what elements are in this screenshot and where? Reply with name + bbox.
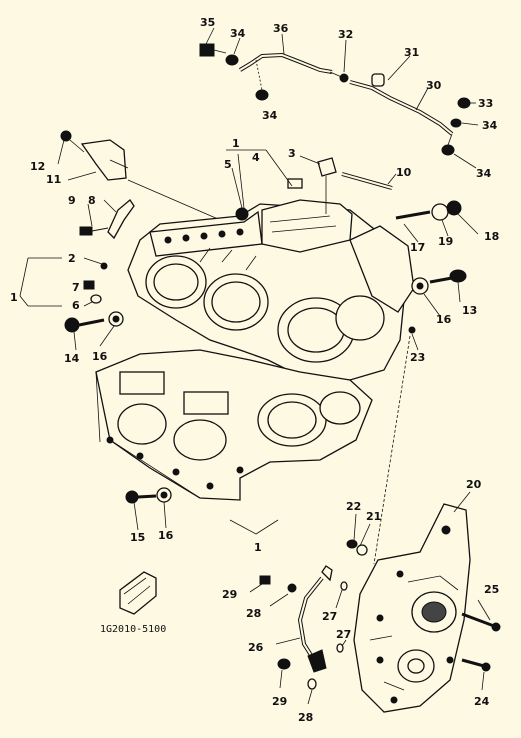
clip-8 (107, 199, 135, 240)
oil-delivery-pipe (249, 565, 348, 705)
upper-left-fasteners (60, 130, 249, 333)
callout-30: 30 (426, 79, 442, 92)
callout-34: 34 (482, 119, 498, 132)
bolt-33 (457, 97, 471, 109)
callout-8: 8 (88, 194, 96, 207)
callout-34: 34 (262, 109, 278, 122)
callout-29: 29 (222, 588, 237, 601)
nut-18 (446, 200, 462, 216)
callout-2: 2 (68, 252, 76, 265)
callout-15: 15 (130, 531, 145, 544)
bolt-35 (199, 43, 215, 57)
callout-32: 32 (338, 28, 353, 41)
callout-31: 31 (404, 46, 419, 59)
callout-16: 16 (158, 529, 174, 542)
callout-16: 16 (92, 350, 108, 363)
callout-34: 34 (476, 167, 492, 180)
crankcase-side-cover (353, 491, 471, 713)
washer-6 (90, 294, 102, 304)
diagram-reference-code: 1G2010-5100 (100, 624, 166, 635)
cover-bolts (461, 599, 501, 691)
callout-11: 11 (46, 173, 61, 186)
plug-4 (287, 178, 303, 189)
upper-crankcase (127, 199, 415, 381)
lower-case-fasteners (125, 487, 172, 504)
oring-21 (356, 544, 368, 556)
callout-12: 12 (30, 160, 45, 173)
callout-35: 35 (200, 16, 215, 29)
callout-labels: 35 34 36 34 32 31 30 33 34 34 12 11 1 4 … (10, 16, 499, 724)
bolt-25 (491, 622, 501, 632)
washer-19 (431, 203, 449, 221)
washer-34-top-left (225, 54, 239, 66)
callout-14: 14 (64, 352, 80, 365)
callout-28: 28 (298, 711, 313, 724)
lower-crankcase (95, 349, 373, 501)
breather-hose-assembly (199, 43, 471, 156)
callout-20: 20 (466, 478, 482, 491)
callout-bracket-1-lower (229, 519, 279, 535)
callout-24: 24 (474, 695, 490, 708)
plug-7 (83, 280, 95, 290)
callout-21: 21 (366, 510, 381, 523)
callout-27: 27 (336, 628, 351, 641)
callout-25: 25 (484, 583, 499, 596)
callout-23: 23 (410, 351, 425, 364)
callout-3: 3 (288, 147, 296, 160)
dowel-22 (346, 539, 358, 549)
callout-6: 6 (72, 299, 80, 312)
upper-case-right-fasteners (231, 157, 467, 334)
callout-1: 1 (254, 541, 262, 554)
breather-3 (317, 157, 337, 177)
fitting-31 (371, 73, 385, 87)
washer-28-lower (307, 678, 317, 690)
bolt-13-head (449, 269, 467, 283)
banjo-fitting-upper (321, 565, 333, 582)
bracket-11 (80, 139, 127, 181)
washer-34-lower (255, 89, 269, 101)
dowel-23 (408, 326, 416, 334)
callout-27: 27 (322, 610, 337, 623)
bolt-24 (481, 662, 491, 672)
bolt-29-upper (259, 575, 271, 585)
callout-19: 19 (438, 235, 453, 248)
callout-26: 26 (248, 641, 264, 654)
callout-5: 5 (224, 158, 232, 171)
callout-1: 1 (232, 137, 240, 150)
banjo-fitting-lower (307, 649, 327, 673)
bolt-5 (235, 207, 249, 221)
bolt-9 (79, 226, 93, 236)
callout-33: 33 (478, 97, 493, 110)
callout-10: 10 (396, 166, 412, 179)
callout-18: 18 (484, 230, 499, 243)
callout-4: 4 (252, 151, 260, 164)
dowel-2 (100, 262, 108, 270)
callout-17: 17 (410, 241, 425, 254)
lower-crankcase-body (95, 349, 373, 501)
reference-bracket (119, 571, 157, 615)
callout-28: 28 (246, 607, 261, 620)
bolt-15-head (125, 490, 139, 504)
bolt-14-head (64, 317, 80, 333)
bolt-29-lower (277, 658, 291, 670)
callout-29: 29 (272, 695, 287, 708)
callout-7: 7 (72, 281, 80, 294)
washer-34-right (450, 118, 462, 128)
callout-36: 36 (273, 22, 289, 35)
washer-28-upper (287, 583, 297, 593)
callout-16: 16 (436, 313, 452, 326)
cover-gasket-parts (346, 539, 368, 556)
callout-1: 1 (10, 291, 18, 304)
washer-34-right-lower (441, 144, 455, 156)
callout-leaders (19, 27, 479, 565)
bolt-12 (60, 130, 72, 142)
callout-34: 34 (230, 27, 246, 40)
callout-9: 9 (68, 194, 76, 207)
callout-13: 13 (462, 304, 477, 317)
callout-22: 22 (346, 500, 361, 513)
